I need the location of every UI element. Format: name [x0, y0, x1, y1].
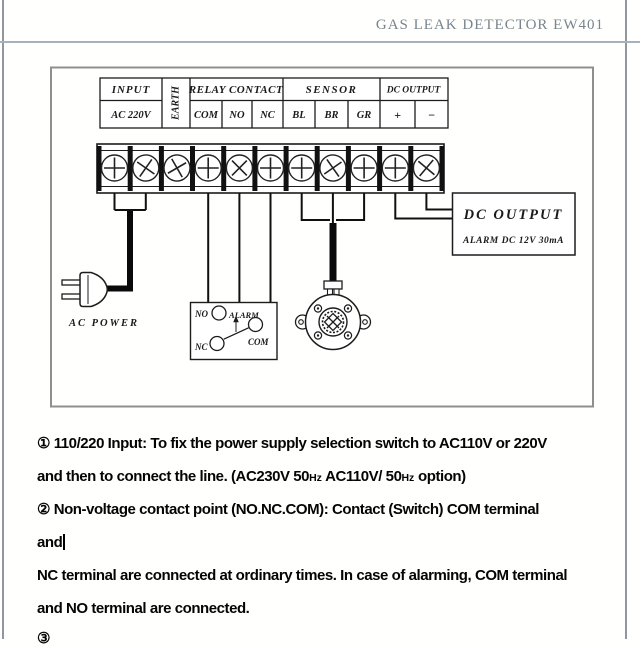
- terminal-screw: [412, 154, 441, 182]
- page-left-border: [2, 0, 4, 639]
- label-nc: NC: [259, 110, 276, 121]
- terminal-label-table: INPUT AC 220V EARTH RELAY CONTACT COM NO…: [99, 77, 449, 129]
- label-minus: −: [428, 108, 435, 122]
- hz-unit: Hz: [401, 472, 415, 484]
- label-bl: BL: [291, 110, 305, 121]
- label-br: BR: [323, 110, 338, 121]
- terminal-screw: [288, 154, 316, 182]
- relay-contact-box: NO ALARM COM NC: [189, 301, 278, 361]
- terminal-screw: [225, 154, 254, 182]
- label-gr: GR: [357, 110, 372, 121]
- relay-no-label: NO: [194, 309, 208, 319]
- ac-plug-icon: [61, 271, 109, 308]
- wire-ac-input: [113, 193, 147, 211]
- header-divider: [0, 41, 640, 43]
- label-relay-contact: RELAY CONTACT: [188, 84, 284, 96]
- relay-com-contact: [247, 316, 264, 333]
- note-line-1[interactable]: ① 110/220 Input: To fix the power supply…: [37, 435, 547, 452]
- dc-output-subtitle: ALARM DC 12V 30mA: [462, 236, 564, 246]
- label-ac220v: AC 220V: [110, 110, 151, 121]
- dc-output-title: DC OUTPUT: [463, 207, 564, 223]
- terminal-screw: [319, 154, 347, 182]
- relay-no-contact: [211, 305, 227, 321]
- terminal-screw: [132, 154, 160, 182]
- wiring-diagram[interactable]: INPUT AC 220V EARTH RELAY CONTACT COM NO…: [0, 0, 640, 425]
- ac-power-label: AC POWER: [68, 318, 139, 329]
- dc-output-box: DC OUTPUT ALARM DC 12V 30mA: [451, 192, 576, 256]
- label-dc-output: DC OUTPUT: [386, 86, 442, 96]
- note-line-2[interactable]: and then to connect the line. (AC230V 50…: [37, 468, 466, 485]
- wire-sensor: [300, 193, 366, 225]
- terminal-screw: [256, 154, 285, 182]
- note-line-3[interactable]: ② Non-voltage contact point (NO.NC.COM):…: [37, 501, 539, 518]
- terminal-strip: [96, 143, 445, 194]
- label-com: COM: [194, 110, 219, 121]
- relay-alarm-label: ALARM: [228, 310, 259, 320]
- wire-relay: [207, 193, 272, 303]
- label-input: INPUT: [111, 84, 151, 96]
- label-earth: EARTH: [171, 85, 182, 121]
- label-no: NO: [228, 110, 245, 121]
- wiring: [105, 193, 453, 303]
- text-cursor: [63, 534, 66, 550]
- terminal-screw: [100, 154, 129, 182]
- page-header-title: GAS LEAK DETECTOR EW401: [375, 17, 604, 33]
- note-line-5[interactable]: NC terminal are connected at ordinary ti…: [37, 567, 568, 584]
- relay-nc-contact: [209, 335, 225, 352]
- terminal-screw: [163, 154, 191, 182]
- gas-sensor-icon: [294, 280, 372, 351]
- note-line-6[interactable]: and NO terminal are connected.: [37, 600, 250, 617]
- relay-nc-label: NC: [194, 342, 208, 352]
- terminal-screws: [100, 154, 441, 182]
- terminal-dividers: [96, 146, 444, 191]
- cable-ac-power: [105, 211, 133, 292]
- diagram-border: [50, 66, 594, 408]
- hz-unit: Hz: [309, 472, 322, 484]
- terminal-screw: [350, 154, 378, 182]
- relay-switch-arm: [223, 327, 249, 340]
- label-plus: +: [394, 108, 401, 122]
- wire-dc-output: [394, 193, 453, 220]
- terminal-screw: [194, 154, 222, 182]
- relay-com-label: COM: [248, 337, 270, 347]
- label-sensor: SENSOR: [306, 84, 358, 96]
- page-right-border: [625, 0, 627, 639]
- note-line-4[interactable]: and: [37, 534, 66, 551]
- terminal-screw: [381, 154, 409, 182]
